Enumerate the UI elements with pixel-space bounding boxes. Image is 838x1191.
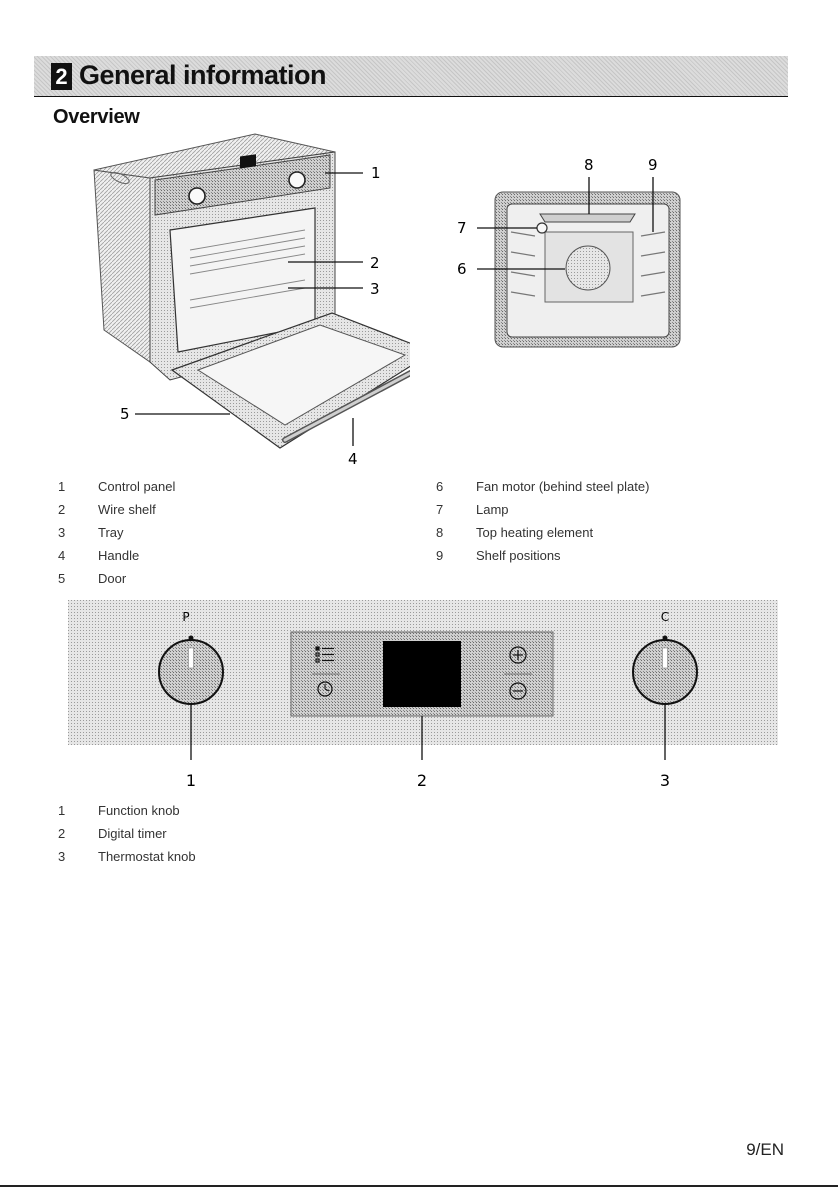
thermostat-knob-label: C bbox=[661, 610, 669, 624]
oven-overview-figure: 1 2 3 4 5 bbox=[80, 130, 410, 475]
function-knob-label: P bbox=[182, 610, 189, 624]
legend-text: Control panel bbox=[98, 479, 175, 494]
legend-number: 2 bbox=[58, 502, 65, 517]
oven-interior-figure: 6 7 8 9 bbox=[445, 152, 690, 352]
oven-side-panel bbox=[94, 170, 150, 362]
lamp bbox=[537, 223, 547, 233]
oven-callout-5: 5 bbox=[120, 405, 130, 423]
legend-text: Lamp bbox=[476, 502, 509, 517]
legend-number: 7 bbox=[436, 502, 443, 517]
legend-number: 9 bbox=[436, 548, 443, 563]
oven-callout-3: 3 bbox=[370, 280, 380, 298]
oven-callout-1: 1 bbox=[371, 164, 381, 182]
legend-text: Thermostat knob bbox=[98, 849, 196, 864]
interior-callout-7: 7 bbox=[457, 219, 467, 237]
timer-display bbox=[383, 641, 461, 707]
interior-callout-9: 9 bbox=[648, 156, 658, 174]
chapter-title: General information bbox=[79, 60, 326, 91]
legend-number: 8 bbox=[436, 525, 443, 540]
legend-text: Wire shelf bbox=[98, 502, 156, 517]
interior-callout-8: 8 bbox=[584, 156, 594, 174]
oven-callout-4: 4 bbox=[348, 450, 358, 468]
legend-number: 4 bbox=[58, 548, 65, 563]
panel-callout-1: 1 bbox=[186, 771, 196, 790]
chapter-number: 2 bbox=[51, 63, 72, 90]
legend-number: 1 bbox=[58, 479, 65, 494]
bottom-rule bbox=[0, 1185, 838, 1187]
oven-callout-2: 2 bbox=[370, 254, 380, 272]
legend-number: 1 bbox=[58, 803, 65, 818]
top-heating-element bbox=[540, 214, 635, 222]
legend-text: Shelf positions bbox=[476, 548, 561, 563]
legend-text: Door bbox=[98, 571, 126, 586]
panel-callout-3: 3 bbox=[660, 771, 670, 790]
legend-text: Tray bbox=[98, 525, 124, 540]
legend-number: 6 bbox=[436, 479, 443, 494]
legend-text: Function knob bbox=[98, 803, 180, 818]
legend-number: 2 bbox=[58, 826, 65, 841]
legend-text: Fan motor (behind steel plate) bbox=[476, 479, 649, 494]
control-panel-figure: P C 1 2 3 bbox=[68, 600, 778, 792]
section-title: Overview bbox=[53, 106, 140, 129]
legend-number: 5 bbox=[58, 571, 65, 586]
legend-text: Handle bbox=[98, 548, 139, 563]
panel-callout-2: 2 bbox=[417, 771, 427, 790]
page-number: 9/EN bbox=[746, 1140, 784, 1160]
legend-number: 3 bbox=[58, 849, 65, 864]
chapter-header: 2 General information bbox=[34, 56, 788, 97]
legend-text: Top heating element bbox=[476, 525, 593, 540]
fan-motor bbox=[566, 246, 610, 290]
legend-number: 3 bbox=[58, 525, 65, 540]
interior-callout-6: 6 bbox=[457, 260, 467, 278]
legend-text: Digital timer bbox=[98, 826, 167, 841]
